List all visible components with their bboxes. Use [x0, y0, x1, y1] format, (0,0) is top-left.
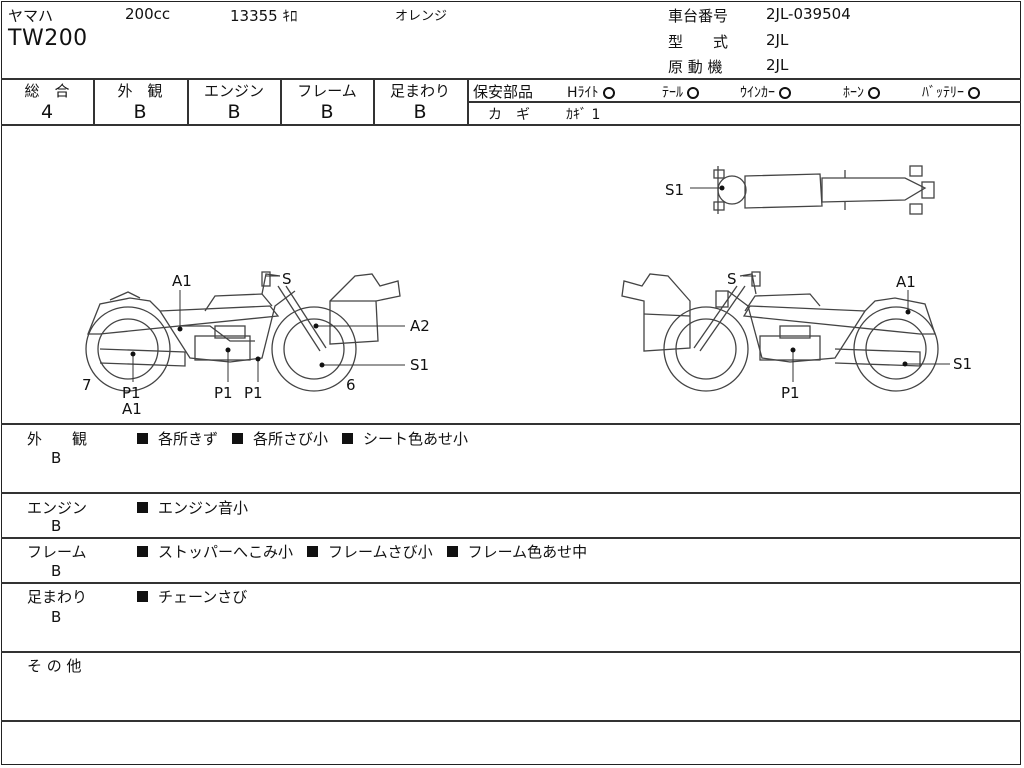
divider: [1, 78, 1021, 80]
divider: [1, 720, 1021, 722]
displacement: 200cc: [125, 5, 171, 23]
divider: [93, 78, 95, 125]
bullet-square-icon: [446, 546, 458, 557]
divider: [1, 423, 1021, 425]
ok-circle-icon: [779, 87, 791, 99]
mark-label: A1: [122, 400, 142, 418]
mark-label: A1: [896, 273, 916, 291]
ok-circle-icon: [602, 87, 615, 99]
divider: [280, 78, 282, 125]
ok-circle-icon: [968, 87, 980, 99]
divider: [468, 101, 1021, 103]
grade-frame-value: B: [320, 101, 334, 123]
bullet-square-icon: [137, 433, 148, 444]
grade-overall-value: 4: [40, 101, 54, 123]
mark-label: P1: [244, 384, 263, 402]
safety-item-winker: ｳｲﾝｶｰ: [740, 82, 791, 102]
grade-suspension-value: B: [413, 101, 427, 123]
frame-no-label: 車台番号: [668, 7, 729, 25]
mark-label: S1: [665, 181, 685, 199]
bullet-square-icon: [232, 433, 244, 444]
type-label: 型 式: [668, 33, 729, 51]
divider: [1, 537, 1021, 539]
mark-label: 7: [82, 376, 92, 394]
key-label: カ ギ: [488, 107, 530, 123]
leader-lines: [132, 187, 950, 382]
bike-diagram: [85, 165, 950, 392]
grade-overall-label: 総 合: [24, 82, 70, 100]
bike-right-side: [621, 271, 939, 392]
mark-label: P1: [122, 384, 141, 402]
safety-label: 保安部品: [473, 83, 534, 101]
grade-exterior-value: B: [133, 101, 147, 123]
section-suspension-items: チェーンさび: [137, 586, 247, 607]
grade-engine-label: エンジン: [203, 82, 264, 100]
ok-circle-icon: [687, 87, 699, 99]
bike-left-side: [85, 271, 401, 392]
bullet-square-icon: [137, 546, 148, 557]
bullet-square-icon: [342, 433, 354, 444]
mark-label: S1: [410, 356, 430, 374]
mark-label: P1: [214, 384, 233, 402]
type-value: 2JL: [766, 31, 789, 49]
frame-no: 2JL-039504: [766, 5, 851, 23]
grade-suspension-label: 足まわり: [389, 82, 450, 100]
mark-label: 6: [346, 376, 356, 394]
grade-engine-value: B: [227, 101, 241, 123]
mark-label: S1: [953, 355, 973, 373]
grade-frame-label: フレーム: [297, 82, 357, 100]
bullet-square-icon: [137, 591, 148, 602]
divider: [187, 78, 189, 125]
mark-label: S: [282, 270, 292, 288]
mileage: 13355 ｷﾛ: [230, 7, 298, 25]
divider: [1, 582, 1021, 584]
grade-exterior-label: 外 観: [117, 82, 163, 100]
section-exterior-label: 外 観: [27, 430, 88, 448]
ok-circle-icon: [868, 87, 880, 99]
section-suspension-label: 足まわり: [27, 588, 88, 606]
mark-label: S: [727, 270, 737, 288]
color: オレンジ: [395, 9, 448, 24]
section-frame-items: ストッパーへこみ小フレームさび小フレーム色あせ中: [137, 541, 587, 562]
mark-dots: [130, 185, 911, 368]
safety-item-horn: ﾎｰﾝ: [843, 82, 880, 102]
divider: [1, 124, 1021, 126]
section-engine-label: エンジン: [27, 499, 88, 517]
section-suspension-grade: B: [51, 608, 62, 626]
mark-label: A2: [410, 317, 430, 335]
maker: ヤマハ: [8, 7, 54, 25]
section-engine-grade: B: [51, 517, 62, 535]
mark-label: P1: [781, 384, 800, 402]
engine-label: 原 動 機: [668, 58, 723, 76]
bullet-square-icon: [137, 502, 148, 513]
bullet-square-icon: [307, 546, 319, 557]
section-frame-label: フレーム: [27, 543, 87, 561]
key-value: ｶｷﾞ 1: [566, 107, 601, 123]
divider: [467, 78, 469, 125]
model-name: TW200: [8, 26, 88, 51]
section-engine-items: エンジン音小: [137, 497, 248, 518]
divider: [1, 492, 1021, 494]
section-frame-grade: B: [51, 562, 62, 580]
section-other-label: そ の 他: [27, 657, 82, 675]
section-exterior-items: 各所きず各所さび小シート色あせ小: [137, 428, 468, 449]
safety-item-headlight: Hﾗｲﾄ: [567, 82, 615, 102]
safety-item-battery: ﾊﾞｯﾃﾘｰ: [922, 82, 980, 102]
engine-value: 2JL: [766, 56, 789, 74]
divider: [1, 651, 1021, 653]
bike-top-view: [713, 165, 935, 215]
safety-item-tail: ﾃｰﾙ: [662, 82, 699, 102]
divider: [373, 78, 375, 125]
mark-label: A1: [172, 272, 192, 290]
section-exterior-grade: B: [51, 449, 62, 467]
